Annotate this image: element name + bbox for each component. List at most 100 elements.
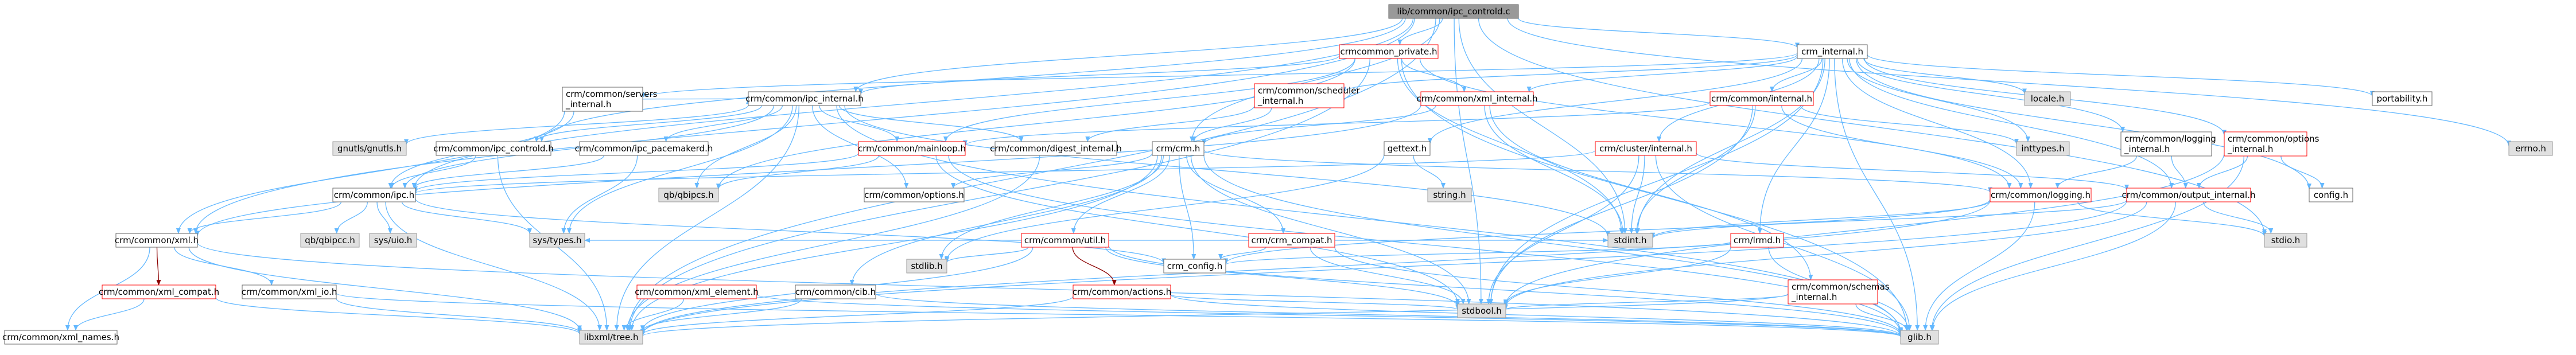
node-stdio-h[interactable]: stdio.h <box>2264 233 2307 248</box>
edge-crm-common-output-internal-h-to-glib-h <box>1930 201 2176 331</box>
edge-crm-common-ipc-pacemakerd-h-to-crm-common-ipc-h <box>411 155 605 189</box>
node-crm-common-servers-internal-h[interactable]: crm/common/servers_internal.h <box>562 87 658 112</box>
node-crm-common-ipc-internal-h[interactable]: crm/common/ipc_internal.h <box>745 91 864 106</box>
node-box <box>1248 233 1335 248</box>
edge-crm-crm-h-to-stdbool-h <box>1190 155 1471 305</box>
edge-crm-common-ipc-internal-h-to-crm-common-ipc-pacemakerd-h <box>663 105 783 142</box>
node-crm-common-scheduler-internal-h[interactable]: crm/common/scheduler_internal.h <box>1254 83 1360 108</box>
node-crm-common-actions-h[interactable]: crm/common/actions.h <box>1073 284 1171 299</box>
node-gnutls-h[interactable]: gnutls/gnutls.h <box>332 141 407 156</box>
node-label: crm/common/options.h <box>864 190 964 200</box>
edge-crm-common-mainloop-h-to-crm-common-ipc-h <box>413 153 859 192</box>
node-crm-common-xml-io-h[interactable]: crm/common/xml_io.h <box>242 284 337 299</box>
node-label: config.h <box>2314 190 2348 200</box>
edge-crm-common-schemas-internal-h-to-stdbool-h <box>1503 294 1789 310</box>
node-crm-common-xml-names-h[interactable]: crm/common/xml_names.h <box>2 330 119 345</box>
node-config-h[interactable]: config.h <box>2309 188 2353 202</box>
node-box <box>1900 330 1939 345</box>
edge-crm-common-private-h-to-libxml-tree-h <box>627 58 1370 331</box>
edge-crm-cluster-internal-h-to-stdbool-h <box>1486 155 1639 305</box>
node-crm-config-h[interactable]: crm_config.h <box>1163 259 1226 274</box>
node-locale-h[interactable]: locale.h <box>2024 91 2071 106</box>
node-crm-common-util-h[interactable]: crm/common/util.h <box>1021 233 1109 248</box>
edge-crm-common-xml-compat-h-to-libxml-tree-h <box>215 297 582 335</box>
edge-crm-common-actions-h-to-stdbool-h <box>1170 294 1460 310</box>
node-crm-common-ipc-pacemakerd-h[interactable]: crm/common/ipc_pacemakerd.h <box>575 141 713 156</box>
node-qb-qbipcs-h[interactable]: qb/qbipcs.h <box>658 188 719 202</box>
node-stdbool-h[interactable]: stdbool.h <box>1457 303 1506 318</box>
edge-crm-common-cib-h-to-glib-h <box>875 293 1903 337</box>
node-portability-h[interactable]: portability.h <box>2372 91 2433 106</box>
node-crm-crm-compat-h[interactable]: crm/crm_compat.h <box>1248 233 1335 248</box>
node-crm-common-output-internal-h[interactable]: crm/common/output_internal.h <box>2122 188 2256 202</box>
edge-crm-internal-h-to-glib-h <box>1834 58 1920 331</box>
node-crm-common-ipc-controld-h[interactable]: crm/common/ipc_controld.h <box>433 141 554 156</box>
node-crm-common-xml-internal-h[interactable]: crm/common/xml_internal.h <box>1416 91 1538 106</box>
edge-crm-cluster-internal-h-to-stdint-h <box>1629 155 1645 234</box>
node-crm-internal-h[interactable]: crm_internal.h <box>1797 44 1868 59</box>
node-inttypes-h[interactable]: inttypes.h <box>2016 141 2070 156</box>
node-label: gettext.h <box>1388 143 1427 154</box>
node-box <box>300 233 360 248</box>
node-root[interactable]: lib/common/ipc_controld.c <box>1388 4 1519 19</box>
node-crm-cluster-internal-h[interactable]: crm/cluster/internal.h <box>1595 141 1697 156</box>
node-box <box>1073 284 1171 299</box>
edge-crm-common-xml-io-h-to-glib-h <box>336 292 1903 338</box>
node-label: crm/common/ipc.h <box>334 190 414 200</box>
node-label: glib.h <box>1907 332 1932 342</box>
node-crm-common-xml-compat-h[interactable]: crm/common/xml_compat.h <box>99 284 219 299</box>
node-crm-crm-h[interactable]: crm/crm.h <box>1152 141 1205 156</box>
node-stdlib-h[interactable]: stdlib.h <box>906 259 947 274</box>
edge-crm-common-private-h-to-glib-h <box>1401 58 1909 331</box>
node-gettext-h[interactable]: gettext.h <box>1384 141 1431 156</box>
node-box <box>2309 188 2353 202</box>
edge-crm-common-logging-h-to-glib-h <box>1923 201 2035 331</box>
edge-crm-common-options-internal-h-to-config-h <box>2280 155 2325 189</box>
node-errno-h[interactable]: errno.h <box>2508 141 2553 156</box>
edge-crm-cluster-internal-h-to-crm-common-ipc-h <box>413 150 1596 194</box>
edge-crm-common-ipc-internal-h-to-stdint-h <box>844 105 1610 237</box>
node-crm-common-logging-internal-h[interactable]: crm/common/logging_internal.h <box>2120 131 2216 157</box>
node-box <box>1021 233 1109 248</box>
node-label: stdbool.h <box>1462 306 1502 316</box>
edge-crm-crm-h-to-crm-config-h <box>1179 155 1196 260</box>
node-stdint-h[interactable]: stdint.h <box>1607 233 1653 248</box>
node-box <box>1709 91 1814 106</box>
node-crm-common-private-h[interactable]: crmcommon_private.h <box>1339 44 1439 59</box>
edge-root-to-crm-common-xml-h <box>193 18 1415 234</box>
edge-gettext-h-to-stdlib-h <box>945 154 1385 262</box>
node-libxml-tree-h[interactable]: libxml/tree.h <box>579 330 643 345</box>
node-crm-common-schemas-internal-h[interactable]: crm/common/schemas_internal.h <box>1788 279 1890 305</box>
node-label: crmcommon_private.h <box>1341 46 1437 57</box>
node-crm-common-ipc-h[interactable]: crm/common/ipc.h <box>332 188 416 202</box>
node-box <box>1788 279 1878 305</box>
node-crm-common-options-internal-h[interactable]: crm/common/options_internal.h <box>2224 131 2319 157</box>
node-crm-common-digest-internal-h[interactable]: crm/common/digest_internal.h <box>990 141 1122 156</box>
node-sys-uio-h[interactable]: sys/uio.h <box>369 233 417 248</box>
node-crm-common-xml-h[interactable]: crm/common/xml.h <box>115 233 199 248</box>
node-crm-lrmd-h[interactable]: crm/lrmd.h <box>1730 233 1784 248</box>
node-label: crm/common/xml_names.h <box>2 332 119 343</box>
node-crm-common-logging-h[interactable]: crm/common/logging.h <box>1990 188 2092 202</box>
edge-crm-common-xml-internal-h-to-crm-common-xml-h <box>195 104 1421 237</box>
node-label: portability.h <box>2377 93 2428 104</box>
edge-crm-common-options-internal-h-to-glib-h <box>1929 155 2245 331</box>
node-qb-qbipcc-h[interactable]: qb/qbipcc.h <box>300 233 360 248</box>
node-box <box>658 188 719 202</box>
edge-crm-internal-h-to-crm-common-scheduler-internal-h <box>1342 54 1798 93</box>
node-crm-common-cib-h[interactable]: crm/common/cib.h <box>795 284 876 299</box>
edge-crm-common-output-internal-h-to-libxml-tree-h <box>640 200 2127 335</box>
node-crm-common-mainloop-h[interactable]: crm/common/mainloop.h <box>858 141 966 156</box>
node-label: string.h <box>1433 190 1466 200</box>
node-crm-common-options-h[interactable]: crm/common/options.h <box>864 188 965 202</box>
node-box <box>1254 83 1345 108</box>
node-box <box>1730 233 1784 248</box>
edge-crm-internal-h-to-locale-h <box>1863 58 2027 95</box>
node-glib-h[interactable]: glib.h <box>1900 330 1939 345</box>
node-string-h[interactable]: string.h <box>1427 188 1472 202</box>
node-sys-types-h[interactable]: sys/types.h <box>529 233 585 248</box>
node-crm-common-internal-h[interactable]: crm/common/internal.h <box>1709 91 1814 106</box>
node-crm-common-xml-element-h[interactable]: crm/common/xml_element.h <box>635 284 759 299</box>
node-label: crm/common/ipc_internal.h <box>745 93 863 104</box>
node-label: crm_config.h <box>1167 261 1222 272</box>
